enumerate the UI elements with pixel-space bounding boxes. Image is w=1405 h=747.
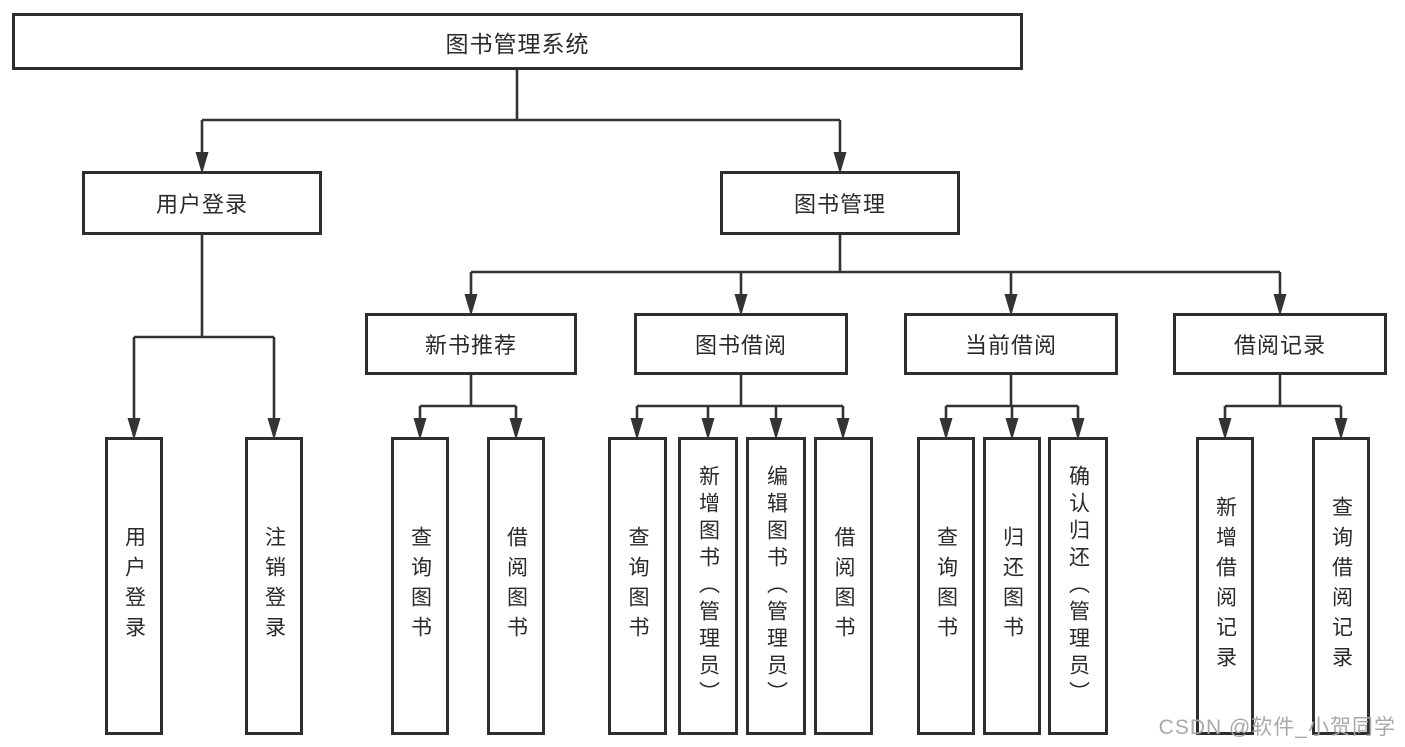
connector-login-branch [132,235,276,420]
node-library-management-system: 图书管理系统 [12,13,1023,70]
leaf-logout: 注销登录 [245,437,303,735]
arrowhead-icon [267,418,281,440]
leaf-add-books-admin: 新增图书（管理员） [678,437,738,735]
node-current-borrowing: 当前借阅 [904,313,1118,375]
arrowhead-icon [1005,418,1019,440]
leaf-query-books-recommend: 查询图书 [391,437,449,735]
connector-book-borrow [635,375,845,420]
leaf-borrow-books: 借阅图书 [814,437,873,735]
node-book-management: 图书管理 [720,171,960,235]
node-user-login: 用户登录 [82,171,322,235]
arrowhead-icon [1218,418,1232,440]
arrowhead-icon [1071,418,1085,440]
leaf-query-borrow-record: 查询借阅记录 [1312,437,1370,735]
arrowhead-icon [836,418,850,440]
arrowhead-icon [1334,418,1348,440]
arrowhead-icon [1273,294,1287,316]
connector-current-borrow [944,375,1080,420]
leaf-add-borrow-record: 新增借阅记录 [1196,437,1254,735]
leaf-confirm-return-admin: 确认归还（管理员） [1048,437,1108,735]
arrowhead-icon [701,418,715,440]
leaf-query-books-borrowing: 查询图书 [608,437,667,735]
node-borrowing-records: 借阅记录 [1173,313,1387,375]
leaf-query-books-current: 查询图书 [917,437,975,735]
arrowhead-icon [464,294,478,316]
leaf-user-login: 用户登录 [105,437,163,735]
arrowhead-icon [630,418,644,440]
arrowhead-icon [413,418,427,440]
connector-lines [132,70,1343,420]
node-book-borrowing: 图书借阅 [634,313,848,375]
connector-new-book [418,375,518,420]
arrowhead-icon [127,418,141,440]
connector-borrow-record [1223,375,1343,420]
connector-management-branch [469,235,1282,296]
node-new-book-recommendation: 新书推荐 [365,313,577,375]
leaf-return-books: 归还图书 [983,437,1041,735]
leaf-borrow-books-recommend: 借阅图书 [487,437,545,735]
arrowheads [127,152,1348,440]
arrowhead-icon [769,418,783,440]
connector-root [200,70,842,154]
arrowhead-icon [1004,294,1018,316]
arrowhead-icon [939,418,953,440]
arrowhead-icon [509,418,523,440]
csdn-watermark: CSDN @软件_小贺同学 [1158,716,1396,739]
arrowhead-icon [833,152,847,174]
arrowhead-icon [734,294,748,316]
leaf-edit-books-admin: 编辑图书（管理员） [746,437,806,735]
arrowhead-icon [195,152,209,174]
